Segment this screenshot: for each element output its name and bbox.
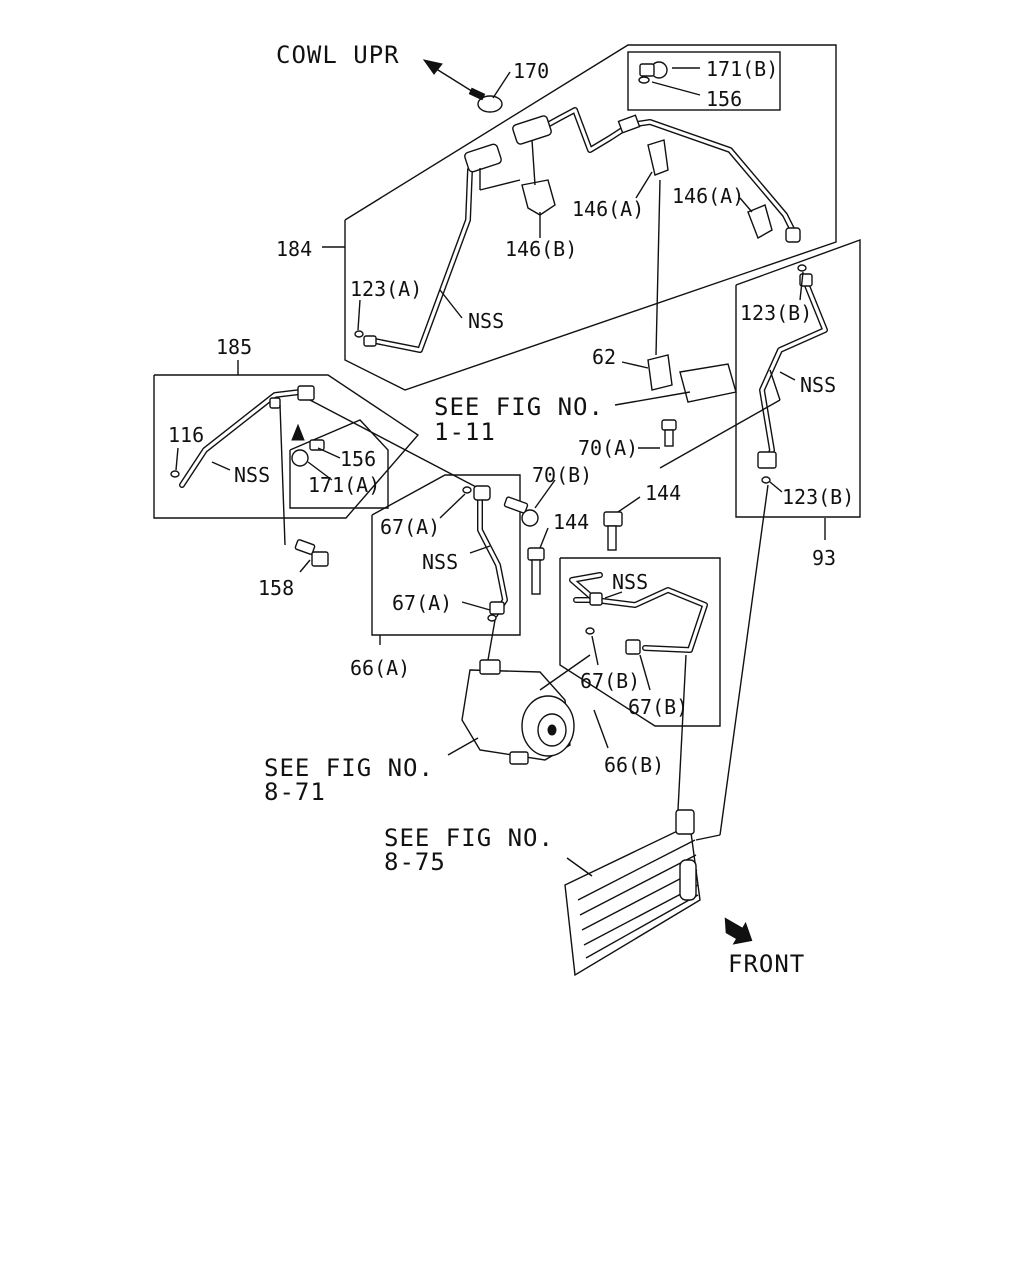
bolt-171a-icon (291, 439, 325, 467)
clip-146b (479, 139, 556, 216)
label-156-top: 156 (706, 87, 742, 111)
label-170: 170 (513, 59, 549, 83)
group-66b-outline (559, 557, 721, 727)
oring-116-icon (170, 470, 180, 478)
leader-185-to-66a (309, 399, 479, 489)
label-nss-66a: NSS (422, 550, 458, 574)
text-labels: COWL UPR 170 171(B) 156 146(A) 146(A) 14… (168, 41, 854, 978)
bolt-158-icon (279, 404, 329, 567)
leader-lines (175, 67, 826, 877)
label-146a-right: 146(A) (672, 184, 744, 208)
washer-156-icon (638, 76, 650, 84)
oring-67a-top-icon (462, 486, 472, 494)
oring-123a-icon (354, 330, 364, 338)
hose-185 (179, 385, 315, 488)
label-see-fig-2-num: 8-71 (264, 778, 326, 806)
label-66a: 66(A) (350, 656, 410, 680)
label-67b-left: 67(B) (580, 669, 640, 693)
leaders-93-area (659, 369, 781, 469)
bolt-144-left-icon (527, 547, 545, 595)
label-67b-right: 67(B) (628, 695, 688, 719)
label-185: 185 (216, 335, 252, 359)
label-146b: 146(B) (505, 237, 577, 261)
group-93-outline (735, 239, 861, 518)
label-front: FRONT (728, 950, 805, 978)
hose-184 (363, 107, 801, 353)
label-66b: 66(B) (604, 753, 664, 777)
label-146a-left: 146(A) (572, 197, 644, 221)
bolt-70a-icon (661, 419, 677, 447)
arrow-up-inset-icon (291, 423, 305, 441)
label-116: 116 (168, 423, 204, 447)
label-123b-top: 123(B) (740, 301, 812, 325)
hose-66a (473, 485, 508, 618)
oring-67b-left-icon (585, 627, 595, 635)
label-cowl-upr: COWL UPR (276, 41, 400, 69)
hose-66b (569, 572, 708, 655)
bracket-62 (647, 179, 673, 391)
module-see-fig-1-11 (679, 363, 737, 403)
inset-156-171a-box (289, 419, 389, 509)
oring-123b-top-icon (797, 264, 807, 272)
label-93: 93 (812, 546, 836, 570)
label-70b: 70(B) (532, 463, 592, 487)
label-144-right: 144 (645, 481, 681, 505)
oring-123b-bottom-icon (761, 476, 771, 484)
bolt-171b-icon (639, 61, 668, 79)
label-nss-184: NSS (468, 309, 504, 333)
arrow-cowl-upr-icon (422, 59, 479, 96)
group-66a-outline (371, 474, 521, 636)
bolt-70b-icon (503, 496, 539, 527)
label-70a: 70(A) (578, 436, 638, 460)
label-62: 62 (592, 345, 616, 369)
compressor-see-fig-8-71 (461, 619, 591, 765)
label-see-fig-1-num: 1-11 (434, 418, 496, 446)
label-see-fig-3: SEE FIG NO. (384, 824, 554, 852)
label-see-fig-2: SEE FIG NO. (264, 754, 434, 782)
label-123a: 123(A) (350, 277, 422, 301)
bolt-144-right-icon (603, 511, 623, 551)
label-156-mid: 156 (340, 447, 376, 471)
clip-146a-left (647, 139, 669, 176)
group-184-outline (344, 44, 837, 391)
condenser-see-fig-8-75 (564, 484, 769, 977)
oring-67a-bottom-icon (487, 614, 497, 622)
label-171a: 171(A) (308, 473, 380, 497)
label-nss-185: NSS (234, 463, 270, 487)
label-158: 158 (258, 576, 294, 600)
group-185-outline (153, 374, 420, 519)
label-144-left: 144 (553, 510, 589, 534)
clip-146a-right (747, 204, 773, 240)
label-67a-top: 67(A) (380, 515, 440, 539)
label-67a-bottom: 67(A) (392, 591, 452, 615)
label-nss-66b: NSS (612, 570, 648, 594)
inset-171b-156-box (627, 51, 781, 111)
label-see-fig-1: SEE FIG NO. (434, 393, 604, 421)
label-184: 184 (276, 237, 312, 261)
label-see-fig-3-num: 8-75 (384, 848, 446, 876)
front-arrow-icon (724, 917, 753, 945)
label-nss-93: NSS (800, 373, 836, 397)
label-171b: 171(B) (706, 57, 778, 81)
label-123b-bottom: 123(B) (782, 485, 854, 509)
